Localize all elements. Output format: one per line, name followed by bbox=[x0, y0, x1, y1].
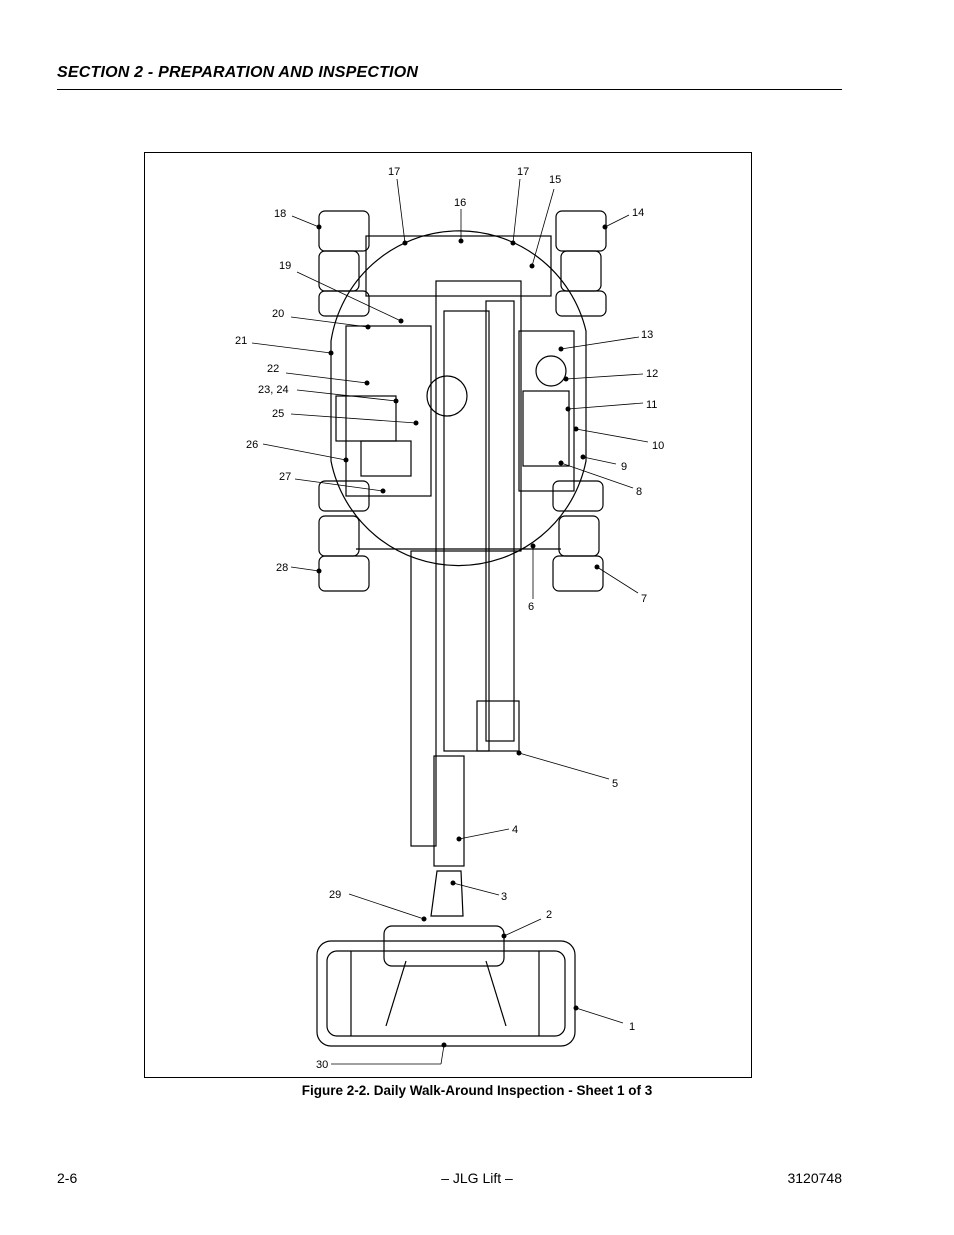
callout-19: 19 bbox=[279, 260, 291, 272]
page-number: 2-6 bbox=[57, 1170, 78, 1186]
callout-12: 12 bbox=[646, 368, 658, 380]
callout-20: 20 bbox=[272, 308, 284, 320]
callout-10: 10 bbox=[652, 440, 664, 452]
callout-13: 13 bbox=[641, 329, 653, 341]
footer-brand: – JLG Lift – bbox=[441, 1170, 513, 1186]
section-title: SECTION 2 - PREPARATION AND INSPECTION bbox=[57, 64, 419, 81]
callout-4: 4 bbox=[512, 824, 518, 836]
document-number: 3120748 bbox=[787, 1170, 842, 1186]
callout-28: 28 bbox=[276, 562, 288, 574]
callout-27: 27 bbox=[279, 471, 291, 483]
callout-5: 5 bbox=[612, 778, 618, 790]
callout-16: 16 bbox=[454, 197, 466, 209]
callout-2: 2 bbox=[546, 909, 552, 921]
header-rule bbox=[57, 89, 842, 90]
callout-6: 6 bbox=[528, 601, 534, 613]
callout-22: 22 bbox=[267, 363, 279, 375]
callout-9: 9 bbox=[621, 461, 627, 473]
callout-17-left: 17 bbox=[388, 166, 400, 178]
callout-18: 18 bbox=[274, 208, 286, 220]
figure-caption: Figure 2-2. Daily Walk-Around Inspection… bbox=[301, 1083, 653, 1098]
callout-23-24: 23, 24 bbox=[258, 384, 289, 396]
callout-11: 11 bbox=[646, 399, 657, 411]
callout-14: 14 bbox=[632, 207, 644, 219]
callout-29: 29 bbox=[329, 889, 341, 901]
callout-30: 30 bbox=[316, 1059, 328, 1071]
callout-7: 7 bbox=[641, 593, 647, 605]
callout-26: 26 bbox=[246, 439, 258, 451]
callout-15: 15 bbox=[549, 174, 561, 186]
callout-21: 21 bbox=[235, 335, 247, 347]
callout-3: 3 bbox=[501, 891, 507, 903]
turntable bbox=[330, 230, 587, 567]
figure-frame: 1 2 3 4 5 6 7 8 9 10 11 12 13 14 15 16 1… bbox=[144, 152, 752, 1078]
machine-diagram: 1 2 3 4 5 6 7 8 9 10 11 12 13 14 15 16 1… bbox=[235, 166, 664, 1071]
callout-25: 25 bbox=[272, 408, 284, 420]
callout-8: 8 bbox=[636, 486, 642, 498]
callout-1: 1 bbox=[629, 1021, 635, 1033]
callout-17-right: 17 bbox=[517, 166, 529, 178]
